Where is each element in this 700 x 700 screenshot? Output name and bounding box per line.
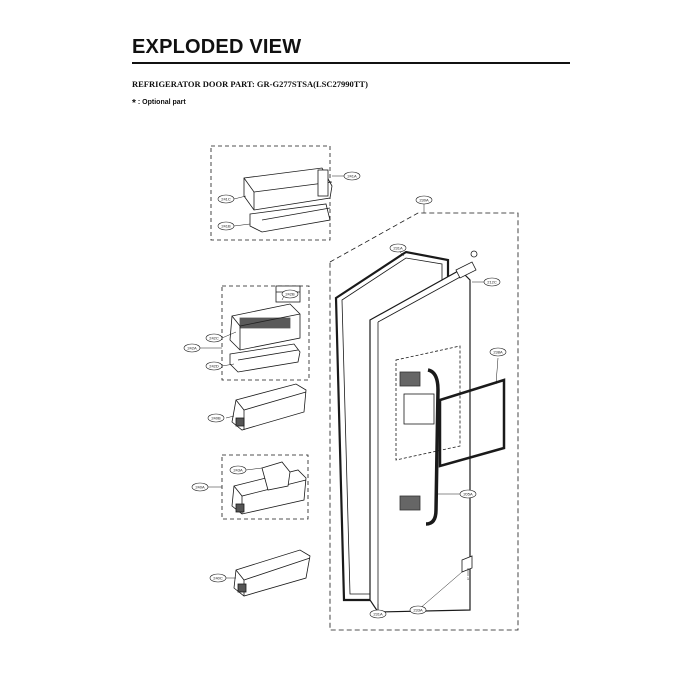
callout-242c — [205, 333, 223, 343]
callout-241b-label: 241B — [221, 224, 231, 229]
callout-238a-label: 238A — [493, 350, 503, 355]
callout-233a — [409, 605, 427, 615]
callout-205a — [459, 489, 477, 499]
dispenser-recess — [395, 345, 461, 461]
door-bin-240b — [231, 383, 307, 431]
callout-240b — [207, 413, 225, 423]
callout-241c — [217, 194, 235, 204]
door-bin-242 — [229, 285, 301, 373]
callout-241c-label: 241C — [221, 197, 231, 202]
callout-238a — [489, 347, 507, 357]
callout-230a — [415, 195, 433, 205]
callout-242d — [205, 361, 223, 371]
title-divider — [132, 62, 570, 64]
callout-240a-label: 240A — [195, 485, 205, 490]
door-bin-241 — [243, 167, 333, 233]
callout-242b-label: 242B — [285, 292, 295, 297]
callout-240b-label: 240B — [211, 416, 221, 421]
optional-part-note: *: Optional part — [132, 98, 186, 109]
door-bin-240a — [231, 461, 307, 515]
callout-243a — [229, 465, 247, 475]
callout-240a — [191, 482, 209, 492]
callout-242a-label: 242A — [187, 346, 197, 351]
callout-242a — [183, 343, 201, 353]
callout-242b — [281, 289, 299, 299]
callout-241b — [217, 221, 235, 231]
page-title: EXPLODED VIEW — [132, 36, 302, 58]
callout-240c — [209, 573, 227, 583]
callout-231a-top-label: 231A — [393, 246, 403, 251]
callout-212c — [483, 277, 501, 287]
callout-240c-label: 240C — [213, 576, 223, 581]
group-box-241 — [210, 145, 331, 241]
callout-231a-bottom-label: 231A — [373, 612, 383, 617]
callout-212c-label: 212C — [487, 280, 497, 285]
callout-231a-bottom — [369, 609, 387, 619]
callout-242c-label: 242C — [209, 336, 219, 341]
door-panel — [369, 269, 471, 613]
frame-238a — [438, 378, 506, 468]
callout-1-label: 1 — [467, 576, 470, 581]
door-bin-240c — [233, 549, 311, 597]
leader-lines — [200, 175, 499, 614]
door-handle — [425, 368, 440, 526]
callout-231a-top — [389, 243, 407, 253]
optional-note-text: : Optional part — [137, 99, 186, 106]
optional-star: * — [132, 98, 136, 109]
page-subtitle: REFRIGERATOR DOOR PART: GR-G277STSA(LSC2… — [132, 79, 368, 89]
door-assembly-outline — [329, 212, 519, 631]
callout-243a-label: 243A — [233, 468, 243, 473]
callout-241a-label: 241A — [347, 174, 357, 179]
callout-233a-label: 233A — [413, 608, 423, 613]
callout-242d-label: 242D — [209, 364, 219, 369]
group-box-242 — [221, 285, 310, 381]
callout-230a-label: 230A — [419, 198, 429, 203]
callout-241a — [343, 171, 361, 181]
callout-205a-label: 205A — [463, 492, 473, 497]
